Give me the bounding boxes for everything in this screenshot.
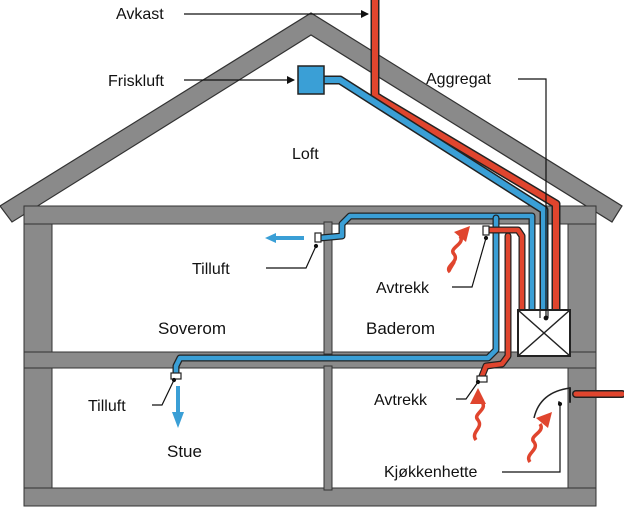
red-exhaust-arrow-icon xyxy=(470,388,486,442)
label-avkast: Avkast xyxy=(116,6,164,23)
label-tilluft-bottom: Tilluft xyxy=(88,398,126,415)
blue-supply-arrow-icon xyxy=(265,233,304,243)
blue-supply-arrow-icon xyxy=(172,386,184,428)
fresh-air-intake-icon xyxy=(297,65,325,95)
leader-tilluft-top xyxy=(266,245,317,269)
ground-floor xyxy=(23,487,597,507)
interior-wall-upper xyxy=(323,221,333,355)
supply-valve-soverom xyxy=(314,232,322,243)
label-friskluft: Friskluft xyxy=(108,73,165,90)
leader-kjokkenhette xyxy=(502,404,561,473)
roof xyxy=(0,12,623,223)
labels: Avkast Friskluft Aggregat Loft Tilluft A… xyxy=(88,6,491,481)
air-terminals xyxy=(170,225,490,383)
red-exhaust-arrow-icon xyxy=(526,412,552,464)
label-avtrekk-top: Avtrekk xyxy=(376,280,430,297)
label-soverom: Soverom xyxy=(158,319,226,338)
leader-avtrekk-bottom xyxy=(456,381,479,400)
label-baderom: Baderom xyxy=(366,319,435,338)
leader-tilluft-bottom xyxy=(152,379,175,406)
label-kjokkenhette: Kjøkkenhette xyxy=(384,464,477,481)
label-loft: Loft xyxy=(292,146,319,163)
exhaust-valve-baderom xyxy=(482,225,490,236)
label-avtrekk-bottom: Avtrekk xyxy=(374,392,428,409)
exhaust-valve-kitchen xyxy=(476,375,488,383)
leader-avtrekk-top xyxy=(452,237,487,288)
label-aggregat: Aggregat xyxy=(426,71,491,88)
label-tilluft-top: Tilluft xyxy=(192,261,230,278)
interior-wall-lower xyxy=(323,365,333,491)
leader-lines xyxy=(152,10,563,473)
kitchen-hood-icon xyxy=(533,387,571,419)
label-stue: Stue xyxy=(167,442,202,461)
red-exhaust-arrow-icon xyxy=(446,226,470,274)
ducts xyxy=(172,0,624,403)
supply-valve-stue xyxy=(170,372,182,380)
leader-aggregat xyxy=(518,78,547,318)
